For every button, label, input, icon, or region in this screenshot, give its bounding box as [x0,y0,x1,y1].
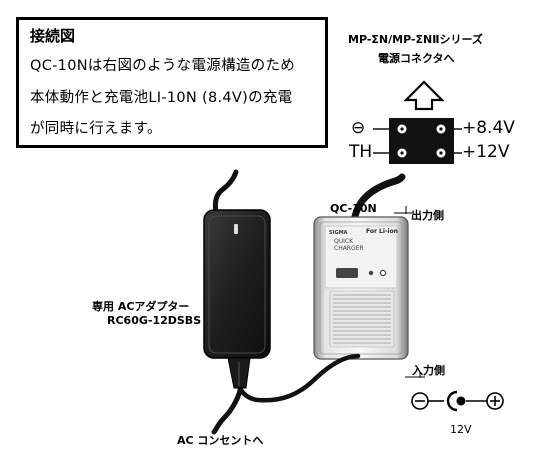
output-side-label: 出力側 [411,209,444,222]
adapter-model-label: RC60G-12DSBS [107,314,202,327]
panel-text-quick: QUICK [334,238,354,245]
pin-th-label: TH [349,142,373,162]
note-line-2: 本体動作と充電池LI-10N (8.4V)の充電 [30,90,293,106]
pin-minus-label: ⊖ [351,118,366,138]
note-line-1: QC-10Nは右図のような電源構造のため [30,58,296,74]
panel-text-charger: CHARGER [334,245,364,252]
ac-adapter [203,209,271,389]
dc-polarity-symbol [411,390,504,412]
ac-outlet-label: AC コンセントへ [177,434,264,447]
pin-8v4-label: +8.4V [462,118,515,138]
note-title: 接続図 [30,27,76,45]
qc-10n-charger-device [313,216,409,360]
target-series-label: MP-ΣN/MP-ΣNⅡシリーズ [348,33,483,46]
output-cord [350,173,406,226]
ac-cord-bottom [211,382,244,435]
pin-12v-label: +12V [462,142,510,162]
up-arrow-icon [403,80,445,111]
input-side-label: 入力側 [412,364,445,377]
panel-text-li-ion: For Li-ion [366,228,398,235]
brand-mark: SIGMA [329,230,348,236]
device-model-label: QC-10N [330,202,377,215]
connection-note-box: 接続図 QC-10Nは右図のような電源構造のため 本体動作と充電池LI-10N … [16,17,328,148]
dc-cable [233,353,361,403]
power-connector-icon [373,118,462,164]
polarity-voltage-label: 12V [450,423,472,436]
adapter-name-label: 専用 ACアダプター [92,300,190,313]
note-line-3: が同時に行えます。 [30,121,162,137]
power-connector-label: 電源コネクタへ [378,52,455,65]
